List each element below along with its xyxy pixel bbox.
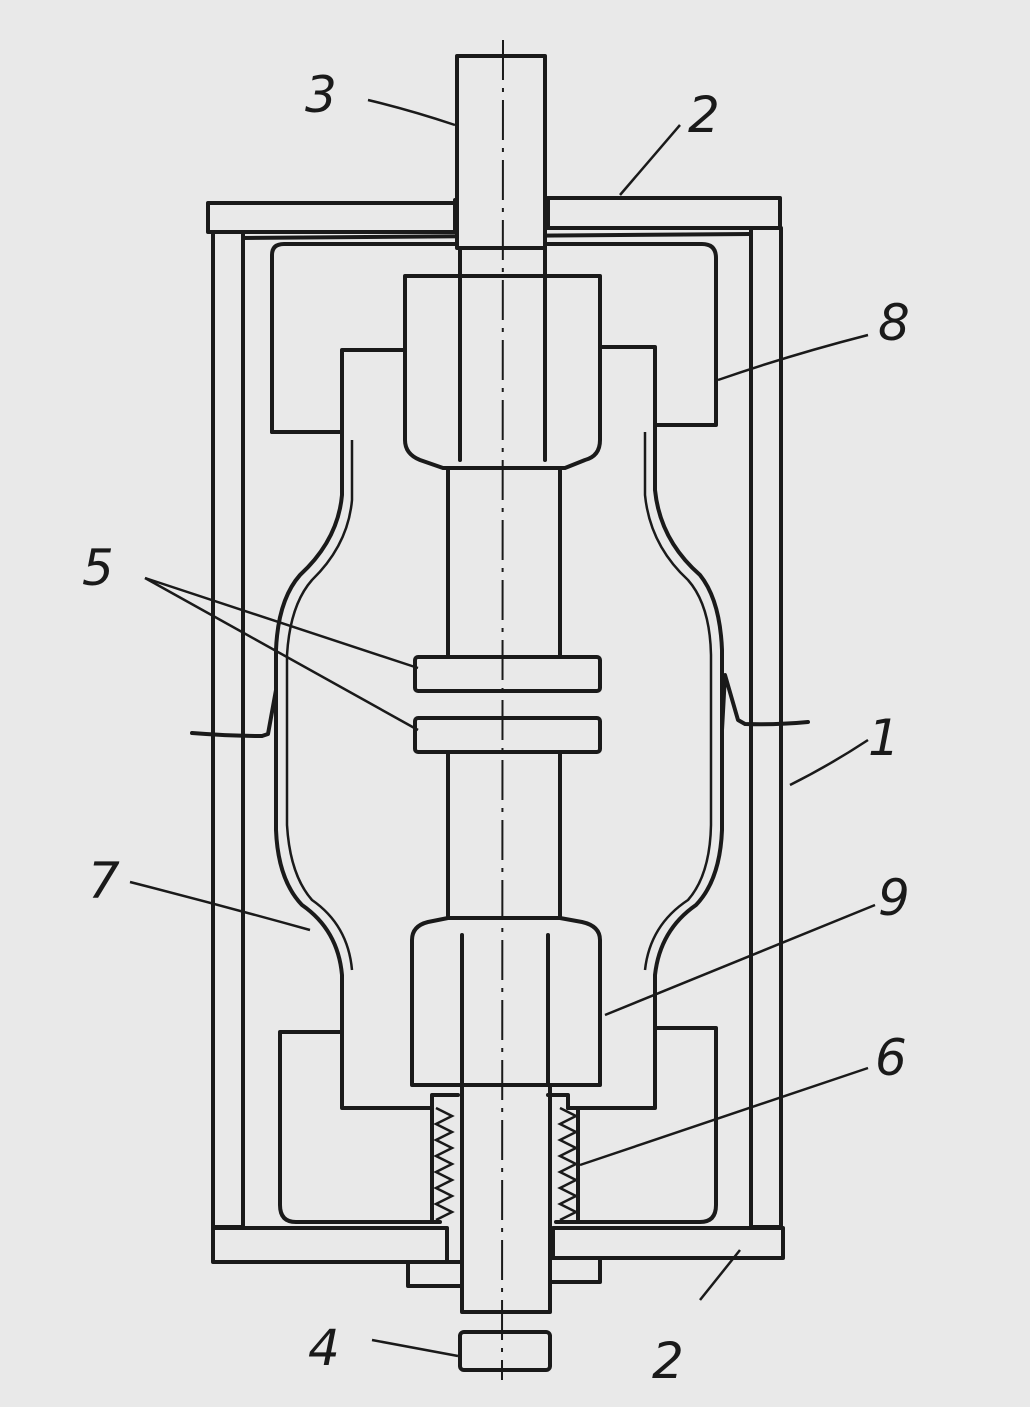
leader-2-top xyxy=(619,124,681,196)
bottom-shield xyxy=(278,1026,718,1224)
bottom-flange xyxy=(211,1226,785,1288)
label-9: 9 xyxy=(878,869,910,927)
label-3: 3 xyxy=(305,66,337,124)
casing-left-wall xyxy=(211,230,245,1229)
fixed-stem xyxy=(453,54,550,250)
labels: 3 2 8 5 1 7 9 6 4 2 xyxy=(82,66,910,1390)
top-shield xyxy=(270,242,718,434)
movable-stem xyxy=(458,1083,552,1372)
label-4: 4 xyxy=(308,1319,340,1377)
leader-7 xyxy=(129,880,311,932)
mid-flange xyxy=(190,673,810,742)
leader-3 xyxy=(367,98,456,127)
label-2-bottom: 2 xyxy=(652,1332,684,1390)
label-6: 6 xyxy=(875,1029,907,1087)
leader-4 xyxy=(371,1338,459,1358)
leader-6 xyxy=(579,1066,869,1167)
label-5: 5 xyxy=(82,539,114,597)
label-1: 1 xyxy=(868,709,900,767)
leader-1 xyxy=(789,738,869,787)
contacts xyxy=(413,655,602,754)
center-axis xyxy=(501,39,504,1381)
label-8: 8 xyxy=(878,294,910,352)
leader-2-bottom xyxy=(699,1249,741,1301)
leader-9 xyxy=(604,903,876,1017)
leader-lines xyxy=(129,98,876,1358)
leader-5-a xyxy=(144,576,419,670)
leader-5-b xyxy=(144,576,419,732)
label-7: 7 xyxy=(88,852,120,910)
leader-8 xyxy=(717,333,869,382)
casing-right-wall xyxy=(749,226,783,1229)
bellows xyxy=(430,1093,580,1224)
label-2-top: 2 xyxy=(688,86,720,144)
vacuum-envelope xyxy=(274,345,724,1110)
lower-contact-holder xyxy=(410,750,602,1087)
